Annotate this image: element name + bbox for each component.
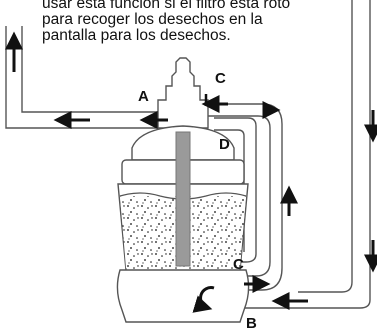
- label-a: A: [138, 88, 149, 105]
- label-d: D: [219, 136, 230, 153]
- pump-base: [116, 269, 250, 323]
- label-c-bottom: C: [233, 256, 244, 273]
- label-c-top: C: [215, 70, 226, 87]
- multiport-valve: [157, 57, 209, 129]
- caption-line-1: usar esta función si el filtro esta roto: [42, 0, 291, 12]
- outer-right-pipe: [232, 0, 371, 309]
- inner-pipe: [214, 117, 257, 263]
- caption-line-2: para recoger los desechos en la: [42, 11, 263, 28]
- flow-arrows: [5, 31, 377, 313]
- left-return-pipe: [5, 26, 182, 129]
- caption-line-3: pantalla para los desechos.: [42, 27, 231, 44]
- rotate-arrow-icon: [192, 286, 215, 313]
- center-standpipe: [175, 131, 191, 267]
- caption: usar esta función si el filtro esta roto…: [42, 0, 372, 44]
- label-b: B: [246, 315, 257, 329]
